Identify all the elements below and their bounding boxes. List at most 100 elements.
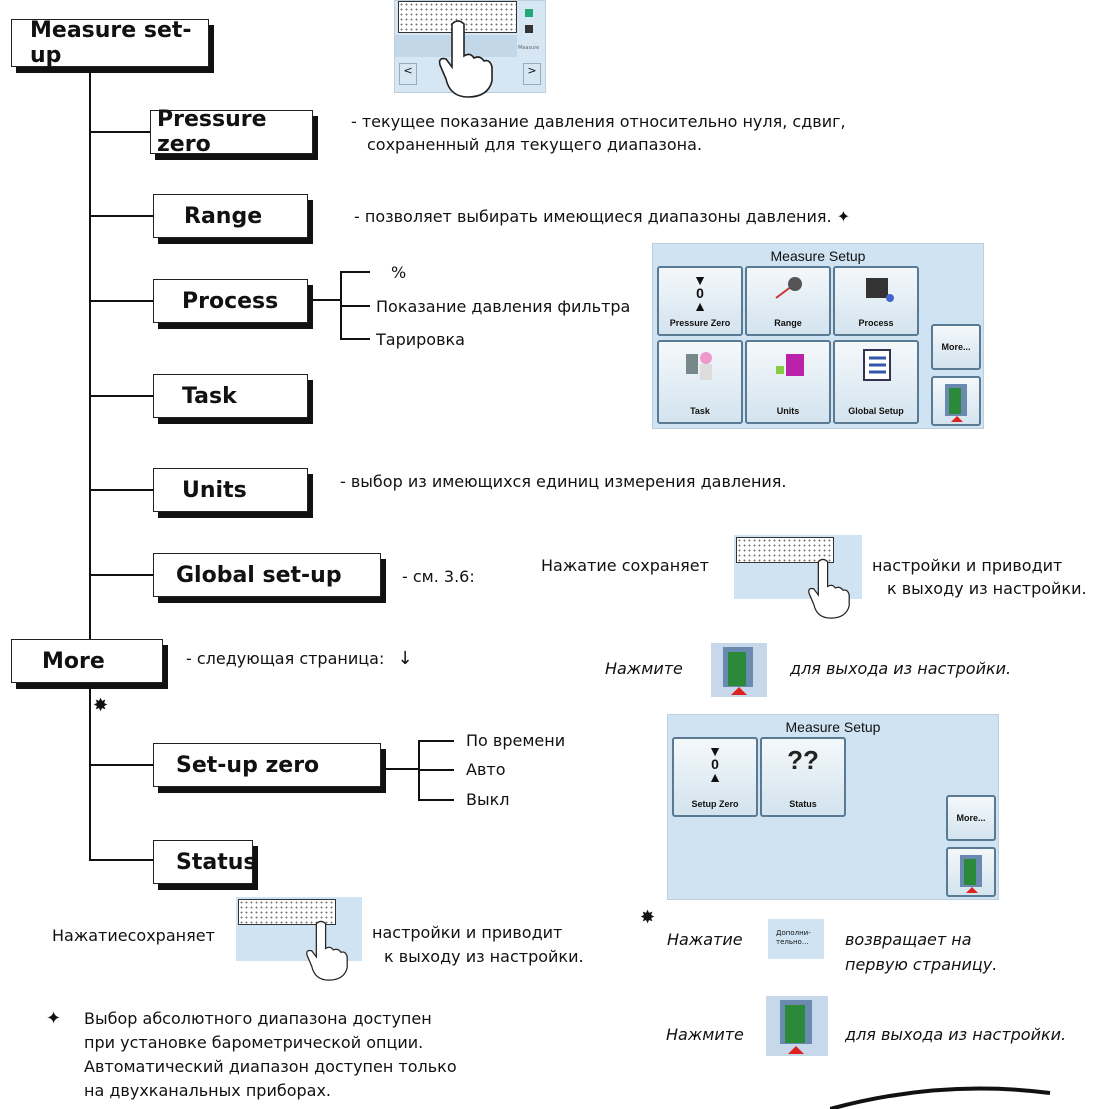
global-setup-box: Global set-up <box>153 553 381 597</box>
process-box: Process <box>153 279 308 323</box>
returns-note-1: возвращает на <box>845 930 972 949</box>
process-label: Process <box>182 288 279 314</box>
measure-setup-box: Measure set-up <box>11 18 209 68</box>
units-button[interactable]: Units <box>745 340 831 424</box>
measure-setup-screen-2: Measure Setup ▼0▲ Setup Zero ?? Status M… <box>667 714 999 900</box>
screen-2-title: Measure Setup <box>785 719 881 735</box>
global-setup-button[interactable]: Global Setup <box>833 340 919 424</box>
pressure-zero-label: Pressure zero <box>157 107 267 157</box>
global-setup-desc: - см. 3.6: <box>402 567 475 586</box>
to-exit-note: для выхода из настройки. <box>790 659 1012 678</box>
tree-branch <box>89 489 153 491</box>
measure-setup-label: Measure set-up <box>30 18 192 68</box>
more-button[interactable]: More... <box>931 324 981 370</box>
pressure-zero-btn-label: Pressure Zero <box>669 318 731 328</box>
side-icon <box>525 9 533 17</box>
pressure-zero-button[interactable]: ▼0▲ Pressure Zero <box>657 266 743 336</box>
exit-door-icon <box>711 643 767 697</box>
nav-left-button: < <box>399 63 417 85</box>
text-field <box>238 899 336 925</box>
to-exit-note-2: для выхода из настройки. <box>845 1025 1067 1044</box>
more-button-illustration: Дополни- тельно... <box>768 919 824 959</box>
more-button-2[interactable]: More... <box>946 795 996 841</box>
zero-glyph: 0 <box>711 756 719 772</box>
hand-pointer-icon <box>808 558 850 619</box>
tree-trunk <box>89 72 91 860</box>
nav-right-label: > <box>527 64 537 77</box>
status-button[interactable]: ?? Status <box>760 737 846 817</box>
hand-pointer-icon <box>306 920 348 981</box>
status-box: Status <box>153 840 257 884</box>
setup-zero-option: Авто <box>466 760 506 779</box>
tree-branch <box>89 859 153 861</box>
process-tick <box>340 305 370 307</box>
press-saves-note: Нажатие сохраняет <box>541 556 709 575</box>
press-note: Нажмите <box>605 659 683 678</box>
global-setup-label: Global set-up <box>176 562 342 588</box>
process-option: % <box>391 263 407 282</box>
units-box: Units <box>153 468 308 512</box>
press-note-2: Нажатие <box>667 930 743 949</box>
task-label: Task <box>182 383 237 409</box>
settings-exit-note-4: к выходу из настройки. <box>384 947 584 966</box>
process-icon <box>835 274 917 310</box>
screen-1-title: Measure Setup <box>770 248 866 264</box>
more-btn-text-2: тельно... <box>776 938 809 946</box>
range-label: Range <box>184 203 263 229</box>
range-icon <box>747 274 829 310</box>
more-btn-label-2: More... <box>956 813 986 823</box>
nav-right-button: > <box>523 63 541 85</box>
units-btn-label: Units <box>776 406 800 416</box>
setup-zero-btn-label: Setup Zero <box>691 799 739 809</box>
setup-zero-tick <box>418 799 454 801</box>
side-icon <box>525 25 533 33</box>
tree-branch <box>89 395 153 397</box>
tree-branch <box>89 574 153 576</box>
range-box: Range <box>153 194 308 238</box>
press-note-3: Нажмите <box>666 1025 744 1044</box>
tree-branch <box>89 764 153 766</box>
process-tick <box>340 271 370 273</box>
exit-door-icon <box>960 855 982 893</box>
task-button[interactable]: Task <box>657 340 743 424</box>
tree-branch <box>89 300 153 302</box>
settings-exit-note-1: настройки и приводит <box>872 556 1063 575</box>
task-box: Task <box>153 374 308 418</box>
zero-glyph: 0 <box>696 285 704 301</box>
hand-pointer-icon <box>438 20 493 98</box>
exit-door-icon <box>945 384 967 422</box>
page-curve-decoration <box>830 1086 1051 1109</box>
more-desc-text: - следующая страница: <box>186 649 385 668</box>
text-field <box>736 537 834 563</box>
setup-zero-label: Set-up zero <box>176 752 320 778</box>
process-button[interactable]: Process <box>833 266 919 336</box>
settings-exit-note-2: к выходу из настройки. <box>887 579 1087 598</box>
setup-zero-button[interactable]: ▼0▲ Setup Zero <box>672 737 758 817</box>
star-icon: ✸ <box>640 907 656 928</box>
footnote-line: Выбор абсолютного диапазона доступен <box>84 1009 432 1028</box>
setup-zero-connector <box>384 768 418 770</box>
exit-button[interactable] <box>931 376 981 426</box>
setup-zero-tick <box>418 740 454 742</box>
status-label: Status <box>176 849 257 875</box>
exit-button-2[interactable] <box>946 847 996 897</box>
units-label: Units <box>182 477 247 503</box>
nav-left-label: < <box>403 64 413 77</box>
pressure-zero-desc-2: сохраненный для текущего диапазона. <box>367 135 703 154</box>
process-btn-label: Process <box>858 318 894 328</box>
setup-zero-tick <box>418 769 454 771</box>
status-btn-label: Status <box>789 799 817 809</box>
range-desc: - позволяет выбирать имеющиеся диапазоны… <box>354 207 851 226</box>
exit-door-icon <box>766 996 828 1056</box>
tree-branch <box>89 131 153 133</box>
measure-setup-screen-1: Measure Setup ▼0▲ Pressure Zero Range Pr… <box>652 243 984 429</box>
more-label: More <box>42 648 105 674</box>
footnote-line: на двухканальных приборах. <box>84 1081 332 1100</box>
range-btn-label: Range <box>774 318 802 328</box>
zero-icon: ▼0▲ <box>693 272 707 314</box>
range-button[interactable]: Range <box>745 266 831 336</box>
process-connector <box>312 299 340 301</box>
more-btn-label: More... <box>941 342 971 352</box>
global-setup-btn-label: Global Setup <box>848 406 904 416</box>
setup-zero-option: Выкл <box>466 790 510 809</box>
